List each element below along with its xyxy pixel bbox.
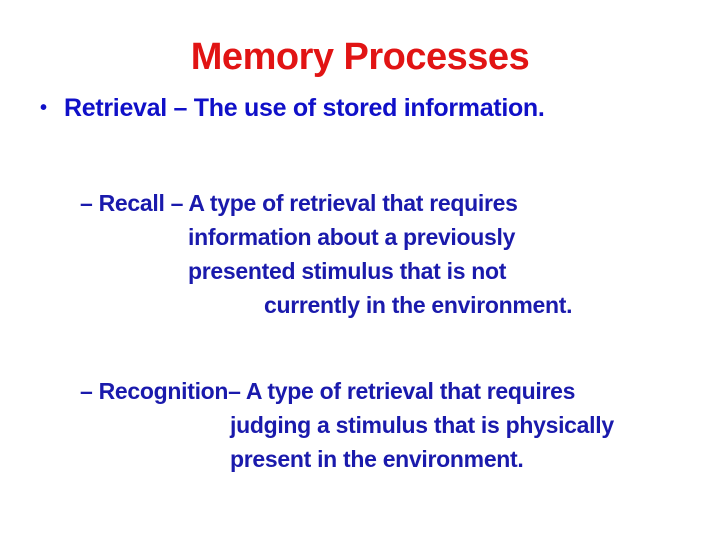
bullet-item-retrieval: • Retrieval – The use of stored informati… [40,94,545,123]
bullet-text: Retrieval – The use of stored informatio… [64,94,545,122]
recognition-line-3: present in the environment. [230,446,524,472]
recall-line-2: information about a previously [188,224,516,250]
recognition-line-2: judging a stimulus that is physically [230,412,614,438]
sub-bullet-recall: – Recall – A type of retrieval that requ… [80,186,573,322]
bullet-dot-icon: • [40,97,47,119]
recall-line-3: presented stimulus that is not [188,258,507,284]
sub-bullet-recognition: – Recognition– A type of retrieval that … [80,374,614,476]
recognition-line-1: – Recognition– A type of retrieval that … [80,378,576,404]
slide-title: Memory Processes [190,36,530,78]
recall-line-1: – Recall – A type of retrieval that requ… [80,190,518,216]
recall-line-4: currently in the environment. [264,292,573,318]
